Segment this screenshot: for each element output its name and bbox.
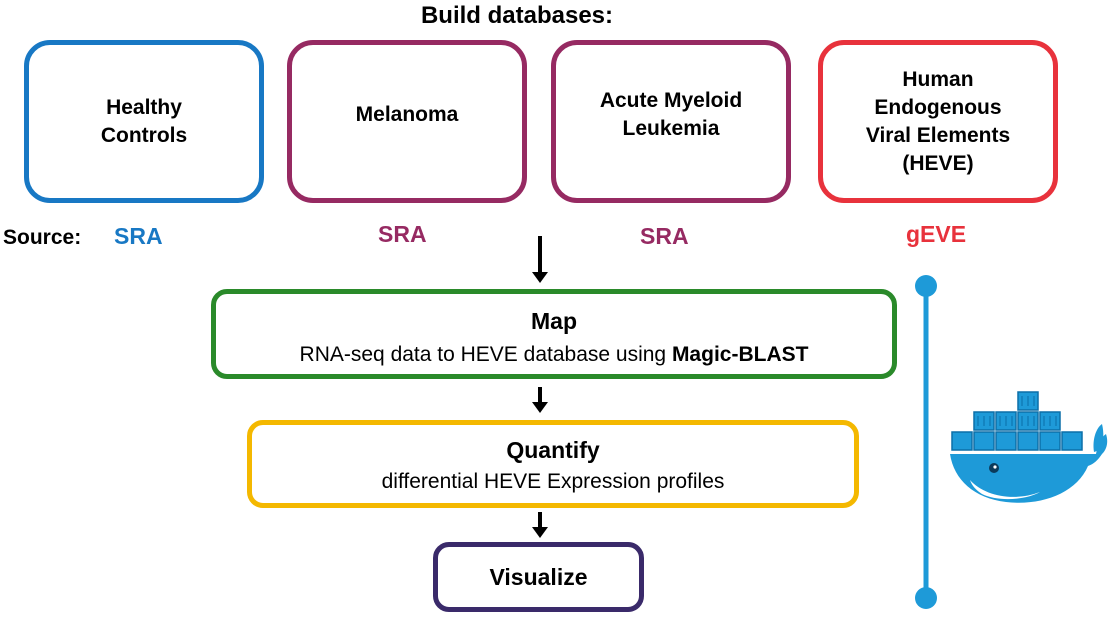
map-tool-name: Magic-BLAST (671, 343, 809, 366)
source-label: Source: (3, 226, 82, 249)
database-box-melanoma: Melanoma (287, 40, 527, 203)
visualize-step-box: Visualize (433, 542, 644, 612)
arrow-down-icon (532, 402, 548, 413)
database-label: Acute Myeloid Leukemia (599, 88, 743, 140)
source-aml: SRA (640, 223, 689, 249)
docker-whale-icon (950, 391, 1108, 503)
arrow-down-icon (532, 527, 548, 538)
arrow-down-icon (532, 272, 548, 283)
visualize-title: Visualize (489, 564, 588, 590)
database-box-healthy-controls: Healthy Controls (24, 40, 264, 203)
quantify-title: Quantify (506, 437, 600, 463)
arrow-shaft (538, 512, 542, 528)
quantify-step-box: Quantify differential HEVE Expression pr… (247, 420, 859, 508)
source-heve: gEVE (906, 221, 967, 247)
database-label: Melanoma (355, 102, 459, 126)
database-box-aml: Acute Myeloid Leukemia (551, 40, 791, 203)
map-description-text: RNA-seq data to HEVE database using (299, 343, 672, 366)
database-box-heve: Human Endogenous Viral Elements (HEVE) (818, 40, 1058, 203)
quantify-description: differential HEVE Expression profiles (381, 470, 725, 493)
container-span-line (915, 275, 937, 609)
diagram-title: Build databases: (420, 2, 614, 29)
map-description: RNA-seq data to HEVE database using Magi… (216, 343, 892, 367)
map-step-box: Map RNA-seq data to HEVE database using … (211, 289, 897, 379)
source-healthy-controls: SRA (114, 223, 163, 249)
arrow-shaft (538, 387, 542, 403)
database-label: Human Endogenous Viral Elements (HEVE) (865, 67, 1011, 175)
source-melanoma: SRA (378, 221, 427, 247)
map-title: Map (531, 308, 577, 334)
arrow-shaft (538, 236, 542, 274)
database-label: Healthy Controls (100, 95, 188, 147)
